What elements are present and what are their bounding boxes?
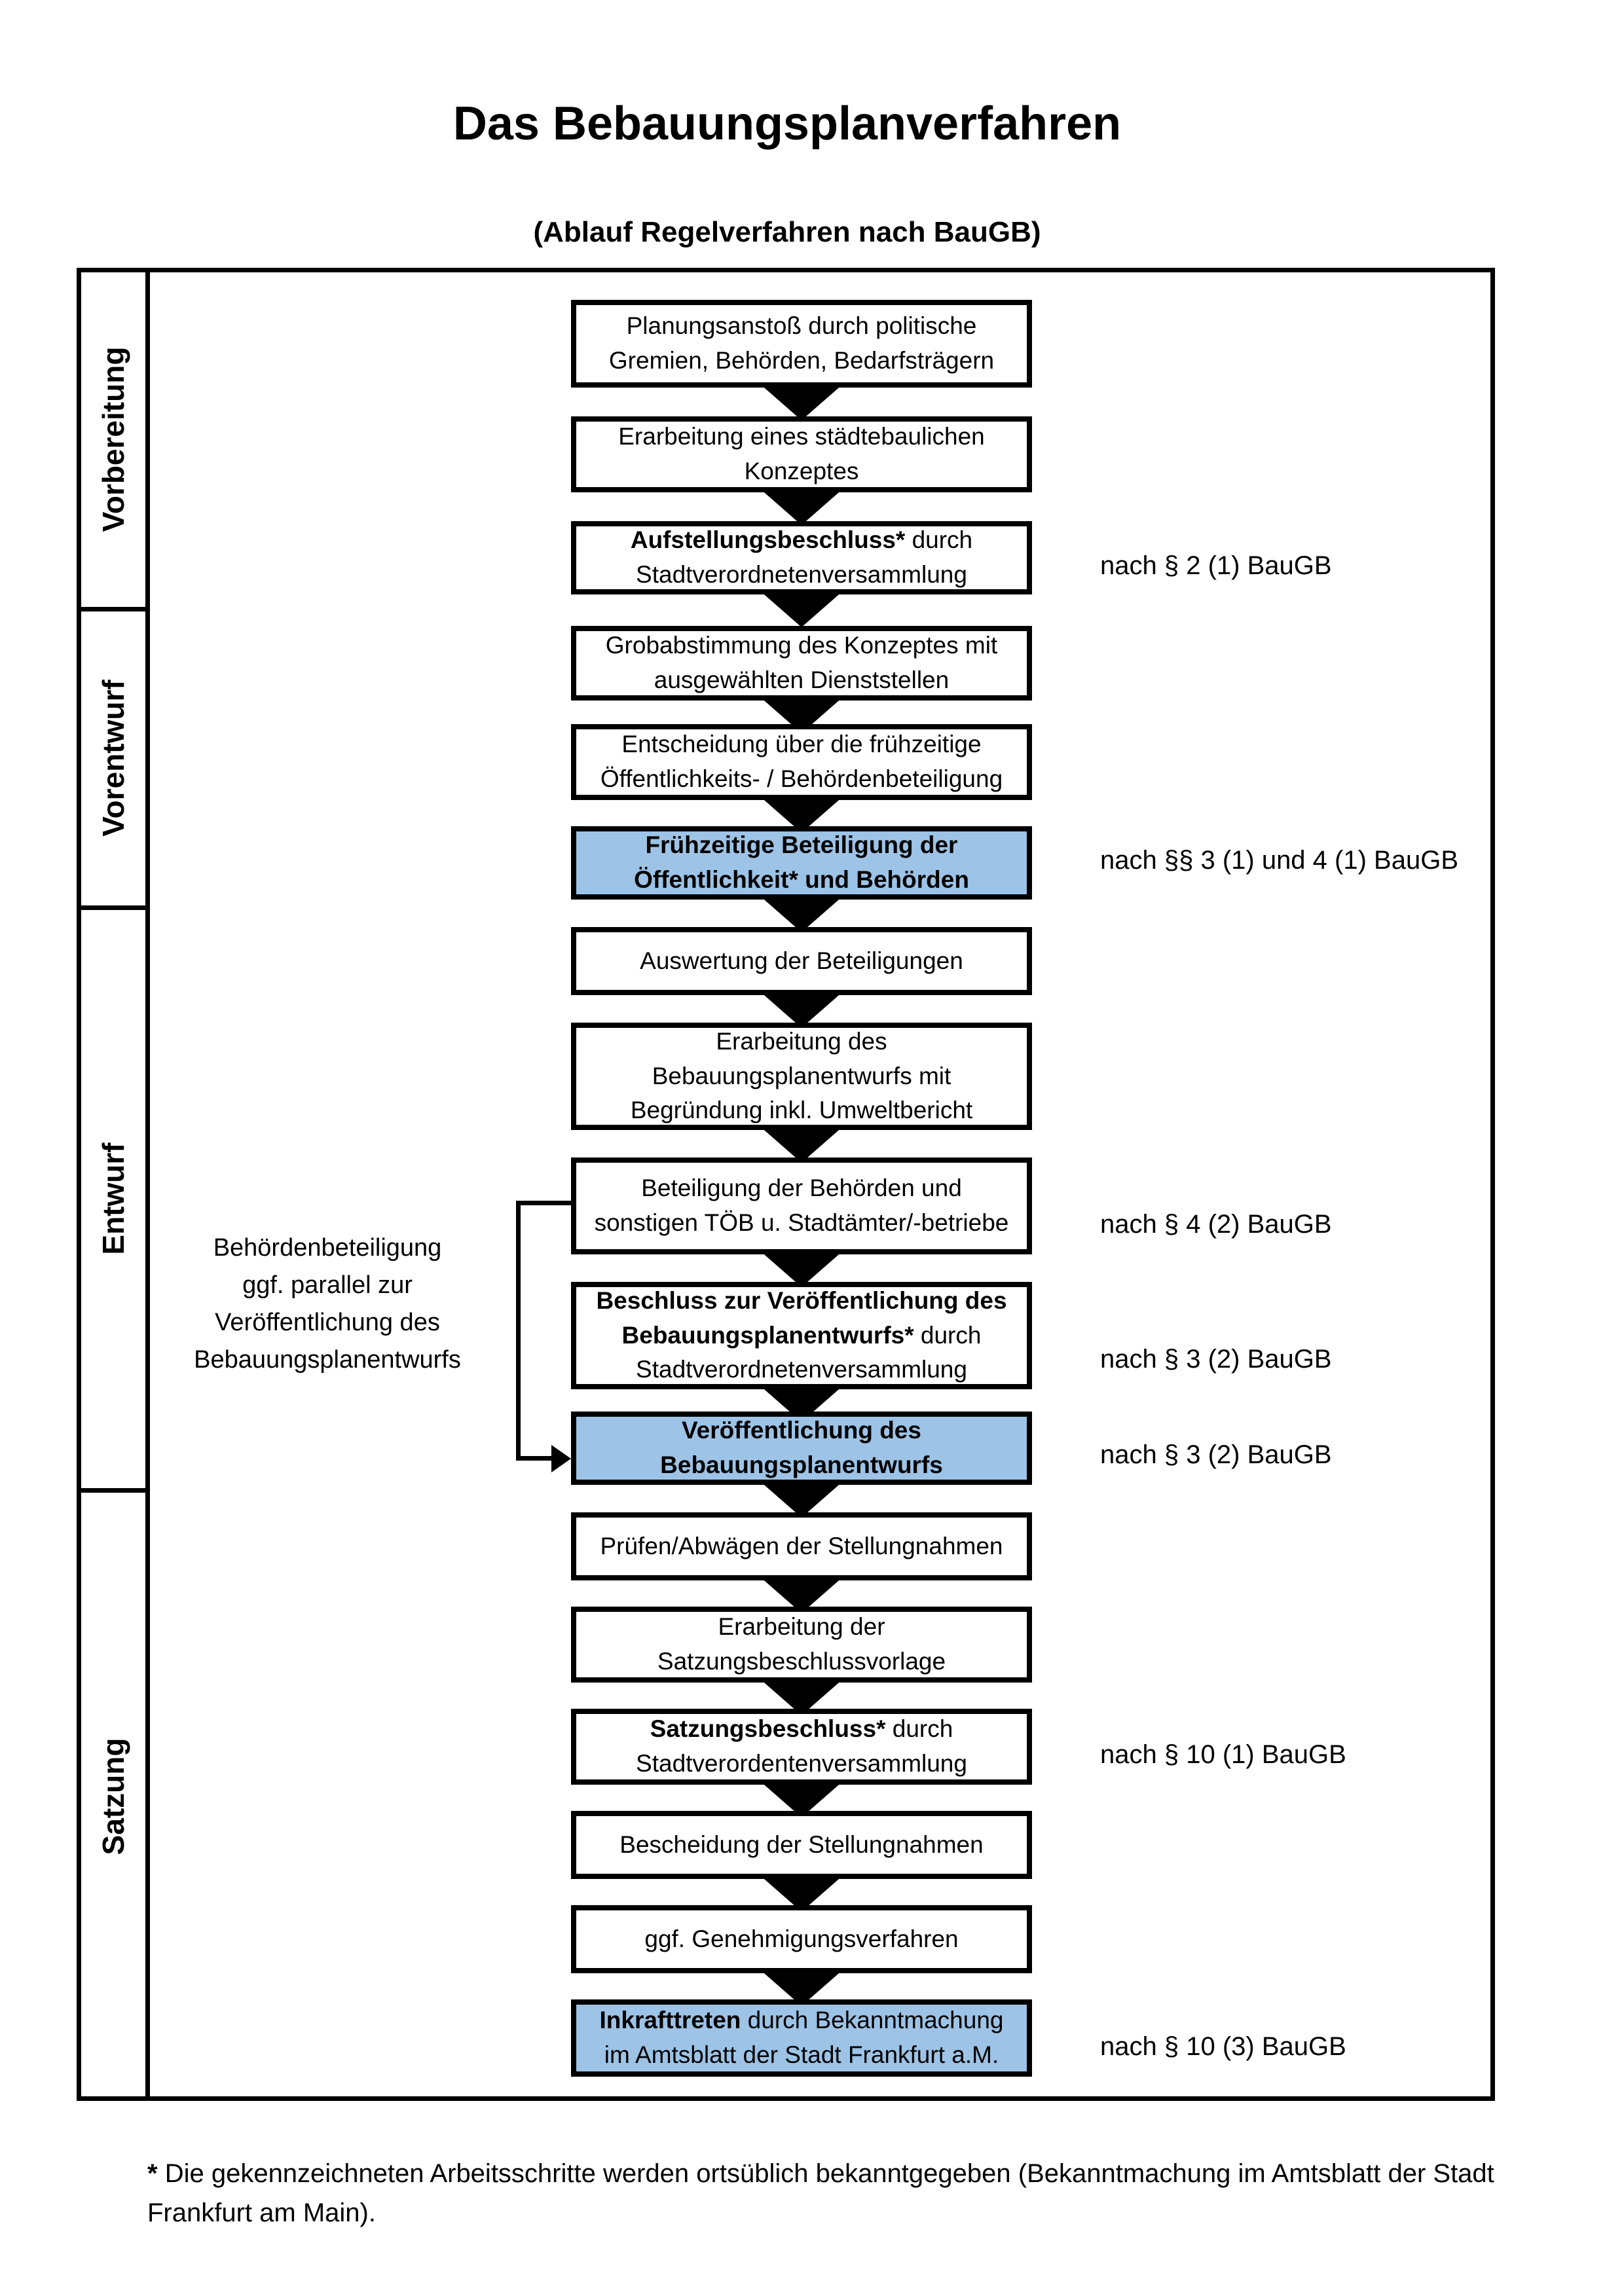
down-arrow-icon <box>760 991 843 1028</box>
section-label-vorentwurf: Vorentwurf <box>96 680 130 837</box>
flow-step-planungsanstoss: Planungsanstoß durch politische Gremien,… <box>571 300 1032 388</box>
section-label-satzung: Satzung <box>96 1738 130 1855</box>
side-note-parallel: Behördenbeteiligung ggf. parallel zur Ve… <box>194 1234 461 1374</box>
flow-step-konzept: Erarbeitung eines städtebaulichen Konzep… <box>571 416 1032 492</box>
flow-step-auswertung: Auswertung der Beteiligungen <box>571 927 1032 995</box>
down-arrow-icon <box>760 384 843 420</box>
label-column-divider <box>145 272 150 2096</box>
footnote-text: Die gekennzeichneten Arbeitsschritte wer… <box>147 2159 1494 2227</box>
legal-note: nach § 2 (1) BauGB <box>1100 551 1332 580</box>
flow-step-satzungsvorlage: Erarbeitung der Satzungsbeschlussvorlage <box>571 1607 1032 1683</box>
footnote-marker: * <box>147 2159 158 2188</box>
flow-step-erarbeitung-entwurf: Erarbeitung des Bebauungsplanentwurfs mi… <box>571 1023 1032 1130</box>
legal-note: nach § 10 (3) BauGB <box>1100 2032 1346 2061</box>
flow-step-genehmigungsverfahren: ggf. Genehmigungsverfahren <box>571 1905 1032 1973</box>
flow-step-aufstellungsbeschluss: Aufstellungsbeschluss* durch Stadtverord… <box>571 521 1032 594</box>
section-divider <box>81 607 150 611</box>
down-arrow-icon <box>760 488 843 525</box>
section-label-vorbereitung: Vorbereitung <box>96 346 130 532</box>
flow-step-fruehzeitige-beteiligung: Frühzeitige Beteiligung der Öffentlichke… <box>571 826 1032 900</box>
footnote: * Die gekennzeichneten Arbeitsschritte w… <box>147 2154 1506 2232</box>
bracket-top-line <box>516 1201 571 1205</box>
bracket-vertical-line <box>516 1201 521 1459</box>
flow-step-grobabstimmung: Grobabstimmung des Konzeptes mit ausgewä… <box>571 626 1032 701</box>
flow-step-inkrafttreten: Inkrafttreten durch Bekanntmachung im Am… <box>571 1999 1032 2077</box>
flow-step-veroeffentlichung: Veröffentlichung des Bebauungsplanentwur… <box>571 1412 1032 1485</box>
page-subtitle: (Ablauf Regelverfahren nach BauGB) <box>533 216 1041 248</box>
section-divider <box>81 905 150 910</box>
flow-step-bescheidung: Bescheidung der Stellungnahmen <box>571 1811 1032 1879</box>
flow-step-satzungsbeschluss: Satzungsbeschluss* durch Stadtverordente… <box>571 1709 1032 1785</box>
flow-step-entscheidung: Entscheidung über die frühzeitige Öffent… <box>571 724 1032 800</box>
legal-note: nach § 3 (2) BauGB <box>1100 1440 1332 1469</box>
legal-note: nach § 3 (2) BauGB <box>1100 1345 1332 1374</box>
bracket-bottom-line <box>516 1456 555 1461</box>
flow-step-behoerdenbeteiligung: Beteiligung der Behörden und sonstigen T… <box>571 1157 1032 1254</box>
flow-step-pruefen-abwaegen: Prüfen/Abwägen der Stellungnahmen <box>571 1512 1032 1580</box>
down-arrow-icon <box>760 1250 843 1287</box>
page-title: Das Bebauungsplanverfahren <box>452 98 1122 150</box>
down-arrow-icon <box>760 1126 843 1163</box>
legal-note: nach § 4 (2) BauGB <box>1100 1210 1332 1239</box>
down-arrow-icon <box>760 591 843 627</box>
legal-note: nach §§ 3 (1) und 4 (1) BauGB <box>1100 846 1458 875</box>
down-arrow-icon <box>760 1481 843 1518</box>
section-label-entwurf: Entwurf <box>96 1142 130 1255</box>
right-arrow-icon <box>551 1445 571 1472</box>
section-divider <box>81 1488 150 1493</box>
down-arrow-icon <box>760 896 843 932</box>
flow-step-veroeffentlichungsbeschluss: Beschluss zur Veröffentlichung des Bebau… <box>571 1282 1032 1389</box>
legal-note: nach § 10 (1) BauGB <box>1100 1740 1346 1769</box>
